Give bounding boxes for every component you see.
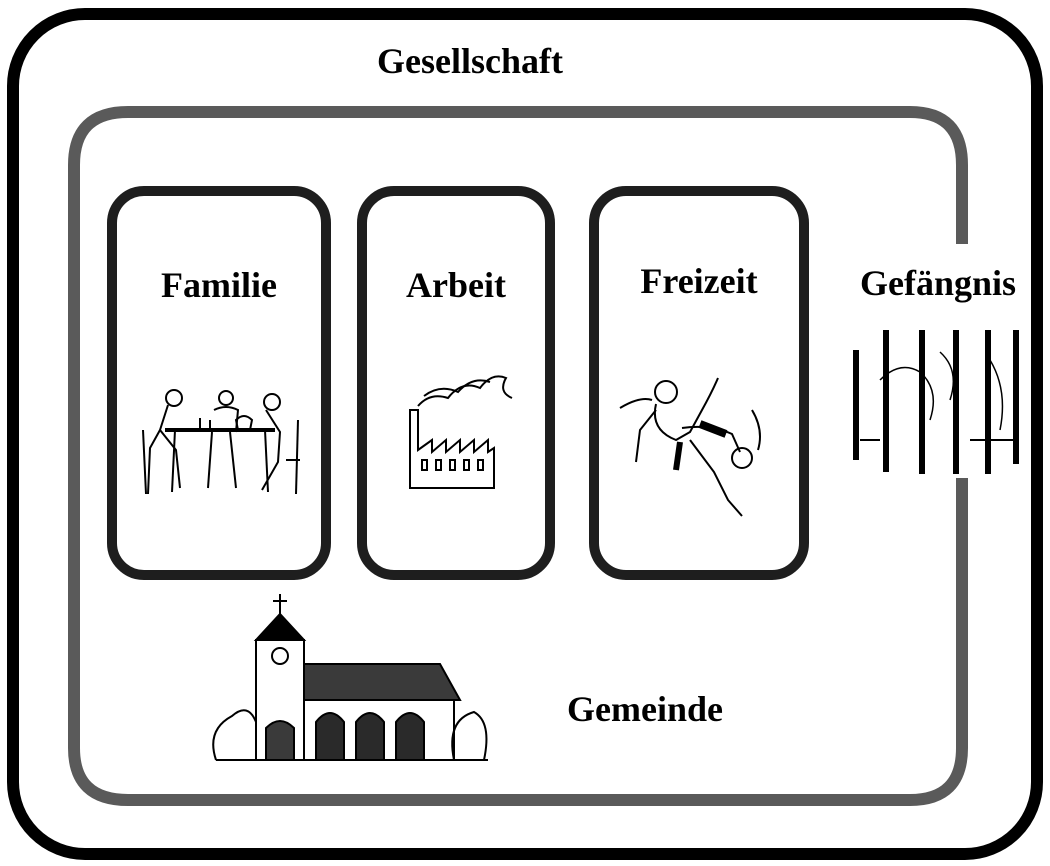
work-label: Arbeit <box>406 265 506 305</box>
leisure-label: Freizeit <box>640 261 758 301</box>
leisure-box <box>589 186 809 580</box>
family-at-table-icon <box>142 389 300 495</box>
community-label: Gemeinde <box>567 689 723 729</box>
society-border <box>7 8 1043 860</box>
society-label: Gesellschaft <box>377 41 563 81</box>
family-box <box>107 186 331 580</box>
prison-label: Gefängnis <box>859 263 1017 303</box>
work-box <box>357 186 555 580</box>
family-label: Familie <box>161 265 277 305</box>
factory-icon <box>409 375 513 489</box>
soccer-player-icon <box>619 377 761 517</box>
prison-bars-icon <box>853 330 1019 474</box>
church-icon <box>212 594 488 761</box>
community-border <box>68 106 968 806</box>
